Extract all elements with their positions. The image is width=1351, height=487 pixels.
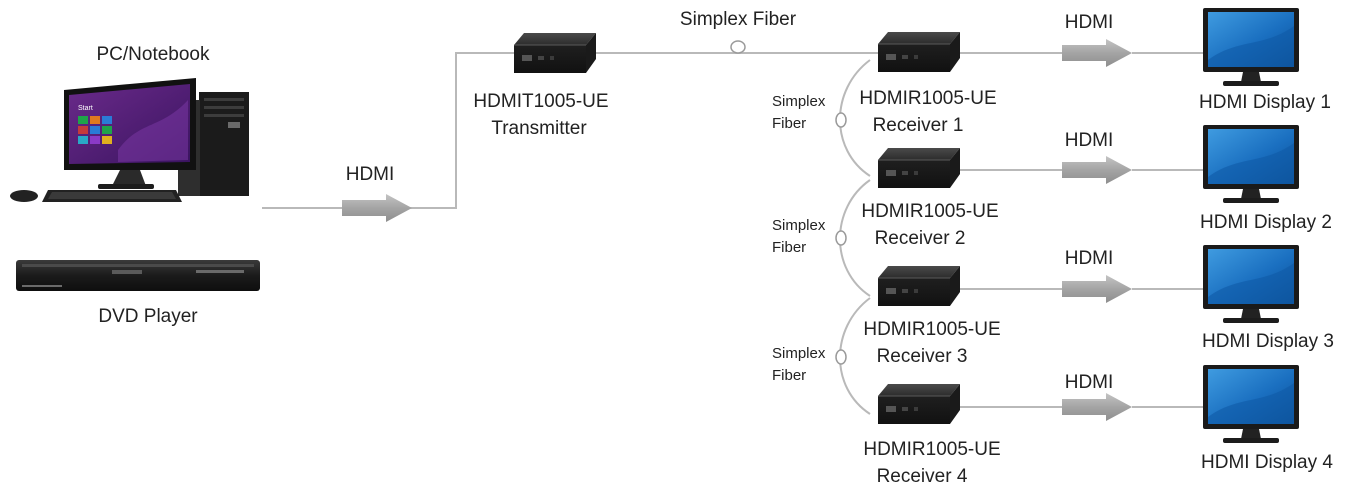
fiber-link-3: Simplex Fiber (772, 345, 826, 384)
fiber-link-label-line1: Simplex (772, 93, 826, 110)
receiver-role-label: Receiver 3 (877, 346, 968, 367)
output-hdmi-label: HDMI (1065, 130, 1114, 151)
fiber-link-label-line1: Simplex (772, 345, 826, 362)
pc-notebook-node: Start PC/Notebook (10, 44, 249, 202)
receiver-device-icon (877, 147, 961, 189)
input-hdmi-link: HDMI (342, 164, 412, 222)
fiber-link-1: Simplex Fiber (772, 93, 826, 132)
receiver-node-3: HDMIR1005-UE Receiver 3 (863, 265, 1001, 367)
fiber-link-label-line1: Simplex (772, 217, 826, 234)
transmitter-device-icon (513, 32, 597, 74)
monitor-icon (1203, 365, 1299, 443)
hdmi-arrow-icon (1062, 39, 1132, 67)
receiver-device-icon (877, 31, 961, 73)
output-hdmi-label: HDMI (1065, 12, 1114, 33)
receiver-node-1: HDMIR1005-UE Receiver 1 (859, 31, 997, 136)
receiver-model-label: HDMIR1005-UE (861, 201, 998, 222)
output-hdmi-link-1: HDMI (1062, 12, 1132, 67)
dvd-player-label: DVD Player (98, 306, 198, 327)
display-label: HDMI Display 1 (1199, 92, 1331, 113)
connector-lines (262, 40, 1203, 415)
output-hdmi-label: HDMI (1065, 372, 1114, 393)
receiver-model-label: HDMIR1005-UE (859, 88, 996, 109)
fiber-loop-icon (835, 230, 847, 246)
display-label: HDMI Display 3 (1202, 331, 1334, 352)
fiber-link-label-line2: Fiber (772, 239, 806, 256)
pc-monitor-icon: Start (64, 78, 196, 189)
keyboard-icon (42, 190, 182, 202)
display-node-3: HDMI Display 3 (1202, 245, 1334, 352)
output-hdmi-label: HDMI (1065, 248, 1114, 269)
output-hdmi-link-4: HDMI (1062, 372, 1132, 421)
fiber-link-label-line2: Fiber (772, 115, 806, 132)
receiver-device-icon (877, 383, 961, 425)
receiver-role-label: Receiver 4 (877, 466, 968, 487)
dvd-player-icon (16, 260, 260, 291)
dvd-player-node: DVD Player (16, 260, 260, 327)
input-hdmi-label: HDMI (346, 164, 395, 185)
receiver-model-label: HDMIR1005-UE (863, 319, 1000, 340)
fiber-loop-icon (835, 349, 847, 365)
hdmi-arrow-icon (1062, 275, 1132, 303)
receiver-model-label: HDMIR1005-UE (863, 439, 1000, 460)
transmitter-model-label: HDMIT1005-UE (473, 91, 608, 112)
receiver-role-label: Receiver 1 (873, 115, 964, 136)
monitor-icon (1203, 245, 1299, 323)
hdmi-arrow-icon (1062, 393, 1132, 421)
receiver-node-4: HDMIR1005-UE Receiver 4 (863, 383, 1001, 487)
output-hdmi-link-3: HDMI (1062, 248, 1132, 303)
transmitter-node: HDMIT1005-UE Transmitter (473, 32, 609, 139)
display-node-2: HDMI Display 2 (1200, 125, 1332, 233)
fiber-loop-icon (835, 112, 847, 128)
fiber-link-2: Simplex Fiber (772, 217, 826, 256)
display-label: HDMI Display 4 (1201, 452, 1333, 473)
receiver-node-2: HDMIR1005-UE Receiver 2 (861, 147, 999, 249)
display-node-4: HDMI Display 4 (1201, 365, 1333, 473)
pc-notebook-label: PC/Notebook (96, 44, 210, 65)
receiver-device-icon (877, 265, 961, 307)
fiber-link-label-line2: Fiber (772, 367, 806, 384)
receiver-role-label: Receiver 2 (875, 228, 966, 249)
output-hdmi-link-2: HDMI (1062, 130, 1132, 184)
monitor-icon (1203, 8, 1299, 86)
transmitter-role-label: Transmitter (491, 118, 587, 139)
display-node-1: HDMI Display 1 (1199, 8, 1331, 113)
svg-text:Start: Start (78, 105, 93, 112)
fiber-loop-icon (730, 40, 746, 54)
hdmi-arrow-icon (1062, 156, 1132, 184)
display-label: HDMI Display 2 (1200, 212, 1332, 233)
hdmi-arrow-icon (342, 194, 412, 222)
mouse-icon (10, 190, 38, 202)
monitor-icon (1203, 125, 1299, 203)
trunk-fiber-label: Simplex Fiber (680, 9, 797, 30)
